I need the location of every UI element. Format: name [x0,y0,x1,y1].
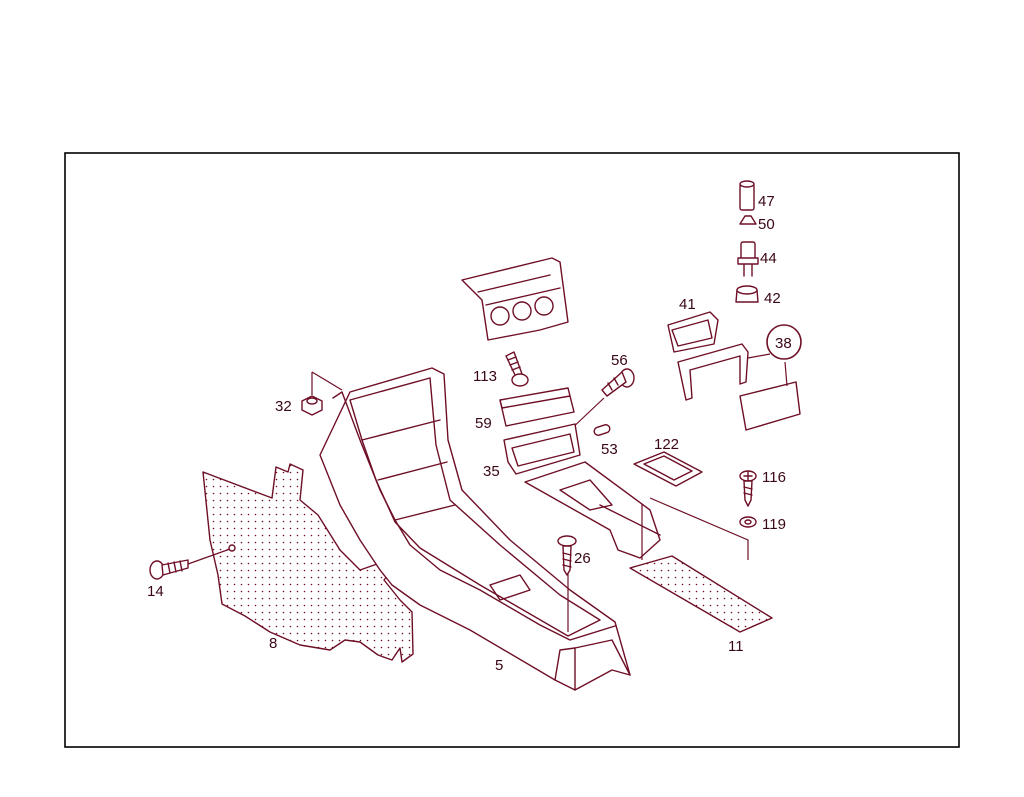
leader-116-119 [641,497,749,560]
part-8-side-panel[interactable] [202,463,414,663]
callout-11: 11 [728,638,744,655]
part-50-ring[interactable] [739,215,757,225]
part-5-center-console[interactable] [319,367,631,691]
part-56-screw[interactable] [567,368,635,433]
part-44-switch[interactable] [737,241,759,277]
callout-113: 113 [473,368,497,385]
part-53-bulb[interactable] [593,424,611,437]
part-116-screw[interactable] [739,470,757,507]
callout-44: 44 [760,250,777,267]
part-11-mat[interactable] [629,555,773,633]
part-42-cap[interactable] [735,285,759,303]
part-47-knob[interactable] [739,180,755,211]
callout-47: 47 [758,193,775,210]
callout-53: 53 [601,441,618,458]
callout-50: 50 [758,216,775,233]
part-41-block[interactable] [667,311,719,353]
callout-119: 119 [762,516,786,533]
callout-26: 26 [574,550,591,567]
callout-8: 8 [269,635,277,652]
callout-35: 35 [483,463,500,480]
part-122-cover[interactable] [633,451,703,487]
callout-38: 38 [775,335,792,352]
part-32-nut[interactable] [301,371,343,416]
callout-116: 116 [762,469,786,486]
callout-59: 59 [475,415,492,432]
switch-panel[interactable] [461,257,569,341]
diagram-frame [64,152,960,748]
callout-122: 122 [654,436,679,453]
callout-56: 56 [611,352,628,369]
part-38-bracket-assembly[interactable] [677,343,801,431]
part-26-screw[interactable] [557,535,577,632]
part-59-tray[interactable] [499,387,575,427]
console-trim-strip[interactable] [524,461,661,559]
part-14-screw[interactable] [149,548,231,580]
callout-14: 14 [147,583,164,600]
callout-32: 32 [275,398,292,415]
callout-41: 41 [679,296,696,313]
callouts: 47 50 44 42 41 38 56 113 32 59 122 53 35… [147,193,802,674]
callout-42: 42 [764,290,781,307]
callout-5: 5 [495,657,503,674]
part-35-housing[interactable] [503,423,581,475]
part-113-screw[interactable] [505,351,529,387]
callout-38-circle [766,324,802,360]
part-119-washer[interactable] [739,516,757,528]
